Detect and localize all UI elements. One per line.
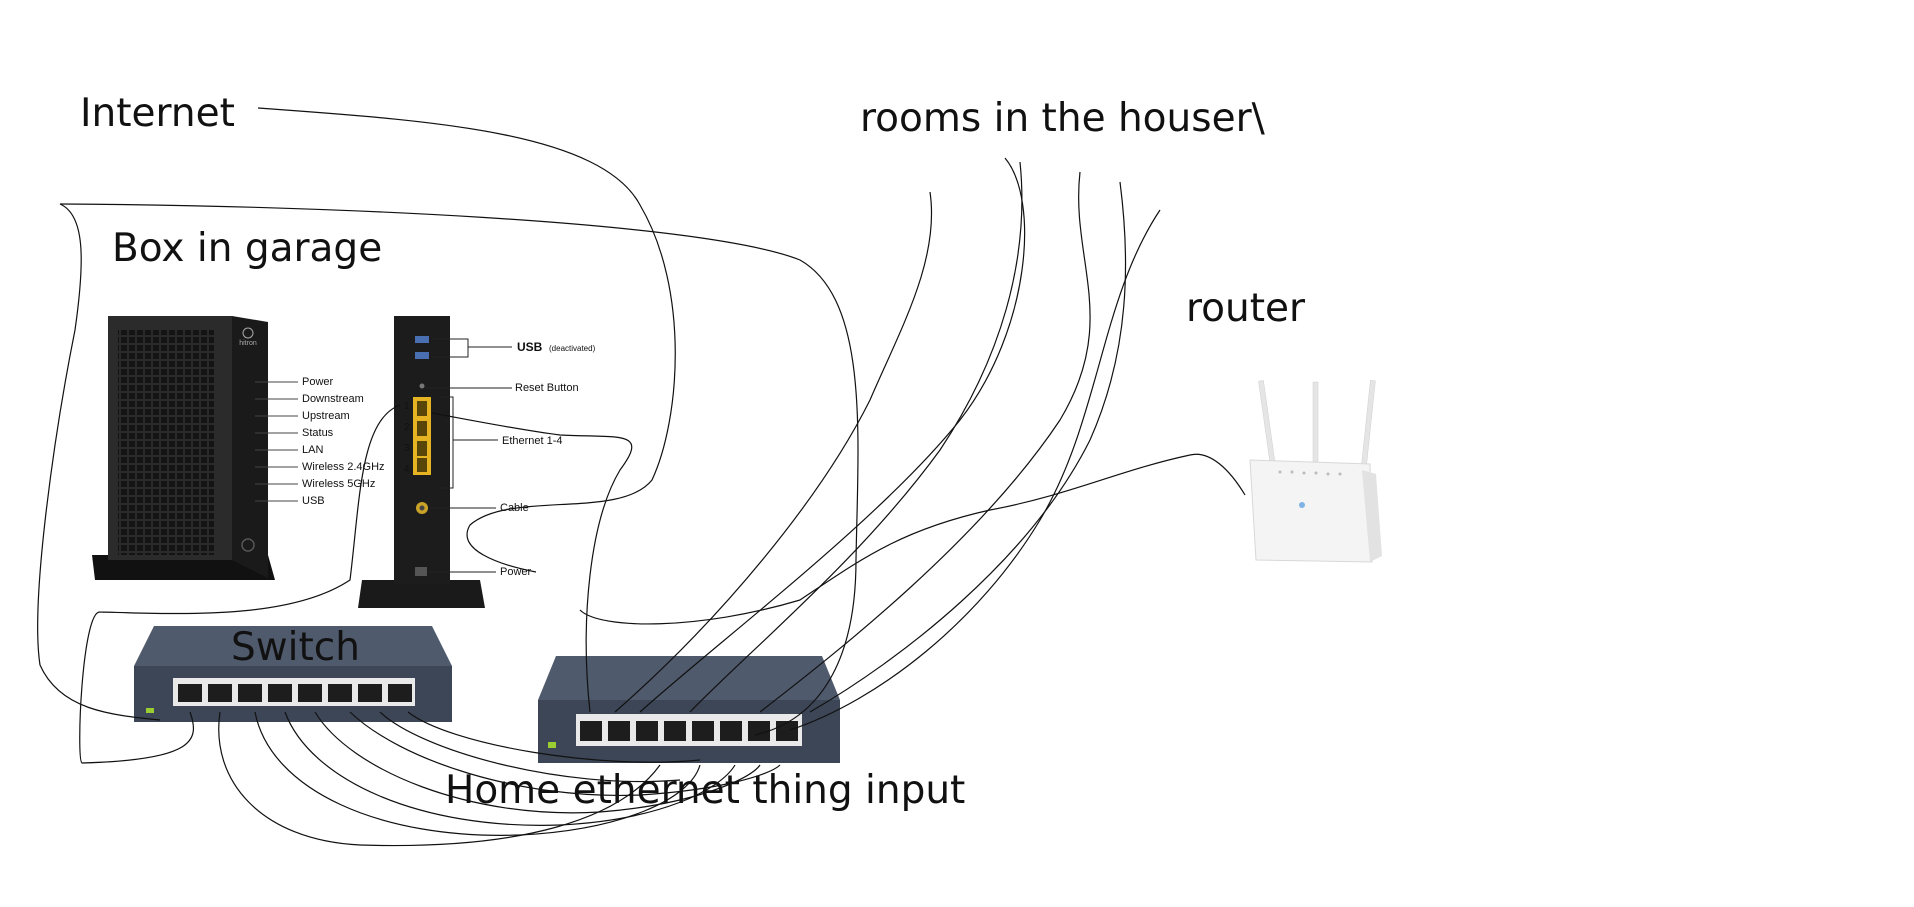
usb-label: USB xyxy=(517,340,543,354)
power-label: Power xyxy=(500,566,532,578)
ethernet-port xyxy=(636,721,658,741)
modem-back xyxy=(358,316,485,608)
ethernet-port xyxy=(268,684,292,702)
ethernet-port xyxy=(720,721,742,741)
cable-label: Cable xyxy=(500,502,529,514)
ethernet-port xyxy=(238,684,262,702)
router xyxy=(1249,380,1382,563)
switch-right xyxy=(538,656,840,763)
ethernet-port xyxy=(776,721,798,741)
switch-label: Switch xyxy=(231,625,360,670)
indicator-status: Status xyxy=(302,427,334,439)
box-in-garage-label: Box in garage xyxy=(112,226,383,271)
indicator-downstream: Downstream xyxy=(302,393,364,405)
port-number-2: 2 xyxy=(404,422,410,433)
port-number-4: 4 xyxy=(404,464,410,475)
ethernet-label: Ethernet 1-4 xyxy=(502,435,563,447)
ethernet-port xyxy=(748,721,770,741)
ethernet-port xyxy=(692,721,714,741)
modem-back-callouts xyxy=(425,338,512,573)
internet-label: Internet xyxy=(80,91,235,136)
ethernet-port xyxy=(608,721,630,741)
reset-button-label: Reset Button xyxy=(515,382,579,394)
hand-drawn-wires xyxy=(37,107,1246,847)
indicator-wireless-5: Wireless 5GHz xyxy=(302,478,376,490)
ethernet-port xyxy=(358,684,382,702)
switch-left xyxy=(134,626,452,722)
indicator-power: Power xyxy=(302,376,334,388)
port-number-1: 1 xyxy=(404,401,410,412)
indicator-upstream: Upstream xyxy=(302,410,350,422)
modem-front: hitron xyxy=(92,316,275,580)
ethernet-port xyxy=(580,721,602,741)
ethernet-port xyxy=(298,684,322,702)
home-ethernet-input-label: Home ethernet thing input xyxy=(445,768,966,813)
indicator-wireless-24: Wireless 2.4GHz xyxy=(302,461,385,473)
modem-front-leaders xyxy=(255,381,298,502)
usb-note: (deactivated) xyxy=(549,344,596,353)
switch-left-ports xyxy=(178,684,412,702)
router-label: router xyxy=(1186,286,1306,331)
indicator-lan: LAN xyxy=(302,444,324,456)
port-number-3: 3 xyxy=(404,443,410,454)
ethernet-port xyxy=(664,721,686,741)
indicator-usb: USB xyxy=(302,495,325,507)
ethernet-port xyxy=(328,684,352,702)
ethernet-port xyxy=(208,684,232,702)
modem-brand: hitron xyxy=(239,340,257,347)
ethernet-port xyxy=(388,684,412,702)
power-port xyxy=(415,567,427,576)
ethernet-port xyxy=(178,684,202,702)
rooms-label: rooms in the houser\ xyxy=(860,96,1265,141)
switch-right-ports xyxy=(580,721,798,741)
